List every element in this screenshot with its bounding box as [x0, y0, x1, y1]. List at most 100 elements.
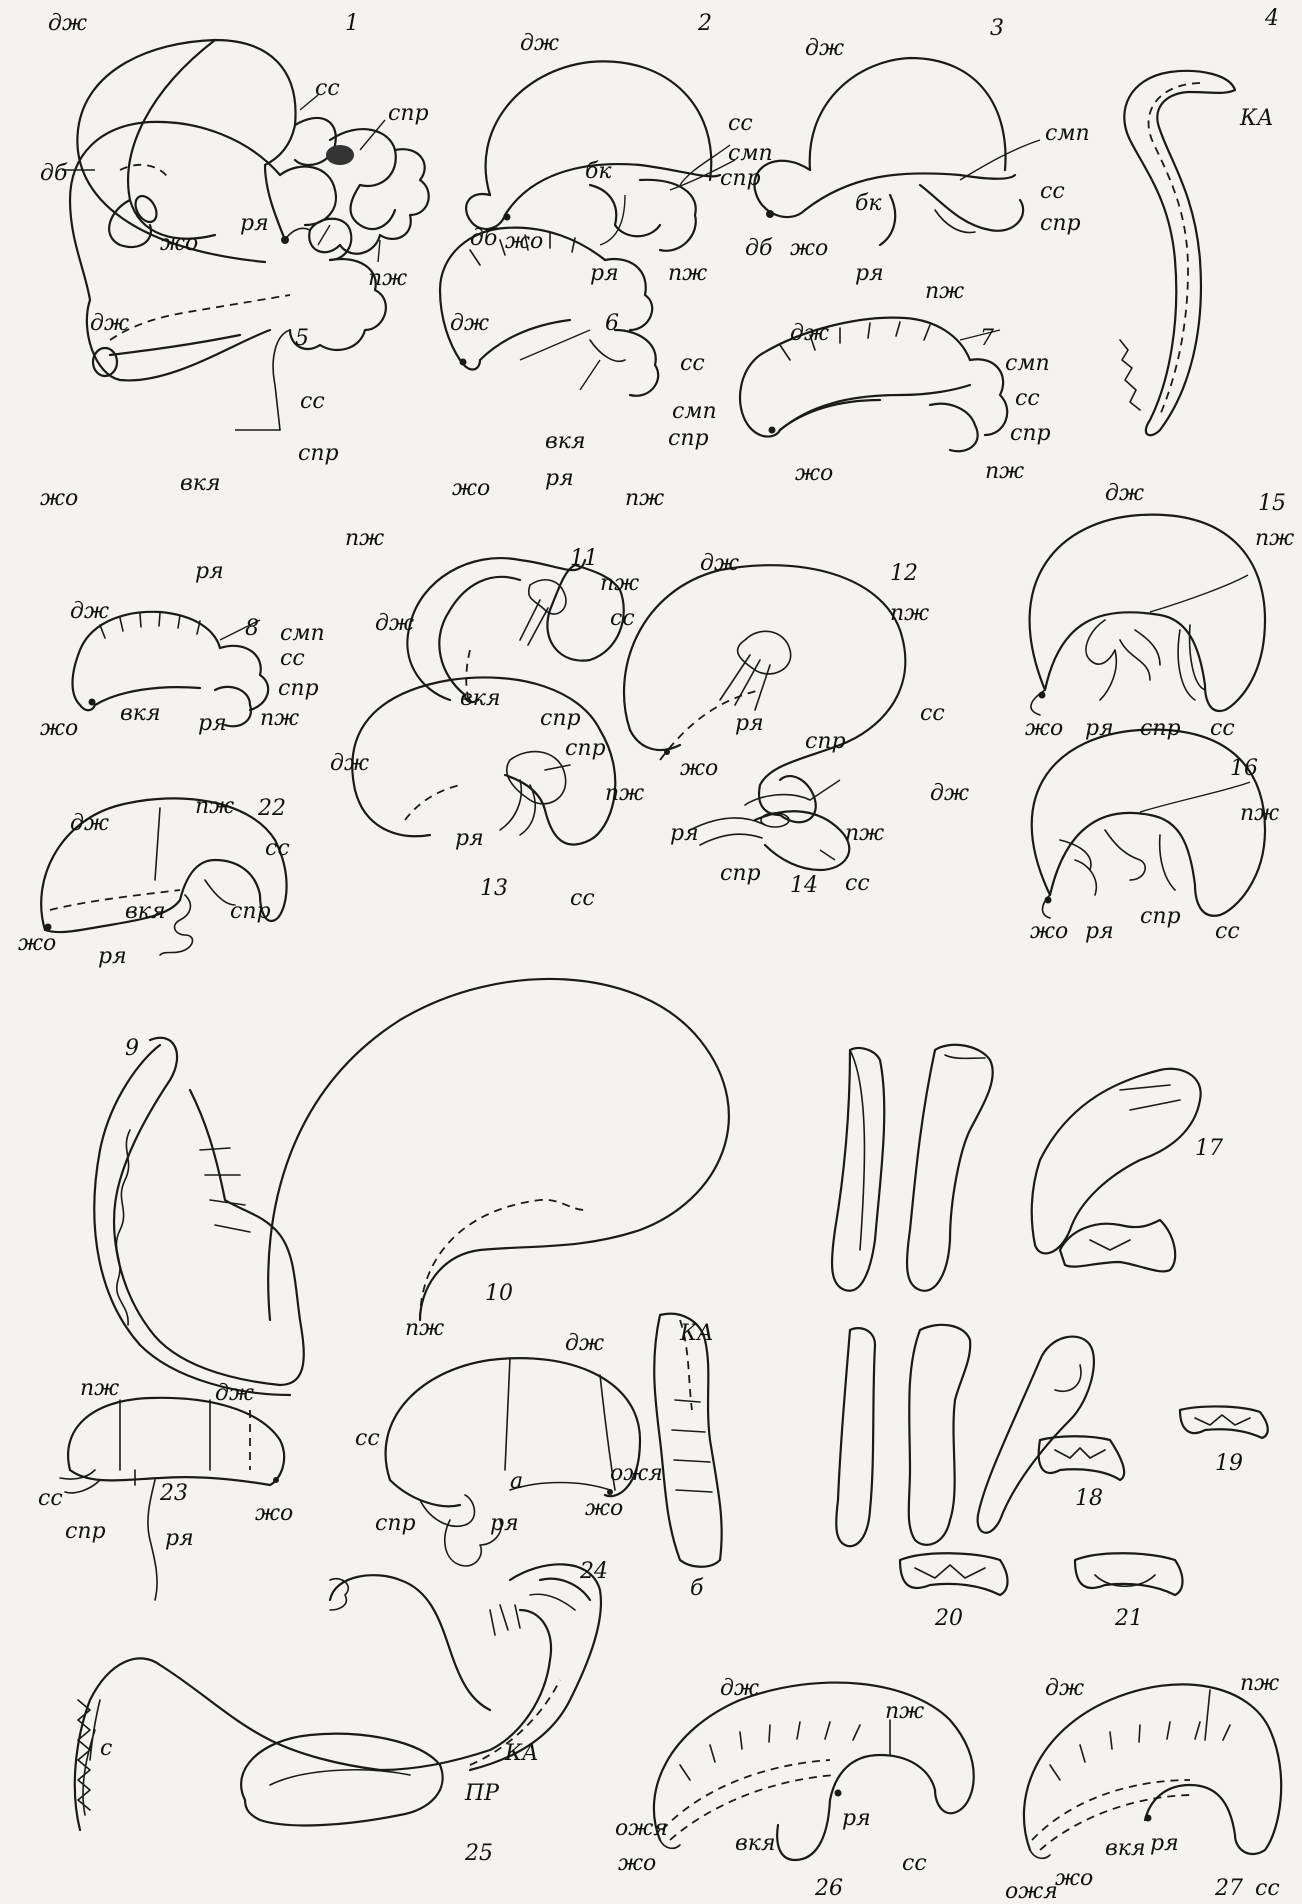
- label-zho-1: жо: [160, 231, 198, 256]
- label-zho-8: жо: [40, 716, 78, 741]
- label-zho-12: жо: [680, 756, 718, 781]
- label-ss-12: сс: [920, 701, 945, 726]
- label-bkya-8: вкя: [120, 701, 161, 726]
- label-smp-7: смп: [1005, 351, 1050, 376]
- label-s-25: с: [100, 1736, 112, 1761]
- label-zho-5: жо: [40, 486, 78, 511]
- label-zho-16: жо: [1030, 919, 1068, 944]
- drawing-4: [1120, 71, 1235, 435]
- label-zho-24: жо: [585, 1496, 623, 1521]
- label-zho-15: жо: [1025, 716, 1063, 741]
- label-ss-6: сс: [680, 351, 705, 376]
- label-ozhya-24: ожя: [610, 1461, 663, 1486]
- label-spr-16: спр: [1140, 904, 1181, 929]
- drawing-17: [832, 1045, 1201, 1291]
- label-pzh-7: пж: [985, 459, 1024, 484]
- figure-number-12: 12: [890, 561, 918, 586]
- drawing-5: [70, 122, 386, 430]
- label-rya-23: ря: [165, 1526, 194, 1551]
- label-pzh-13: пж: [605, 781, 644, 806]
- figure-number-26: 26: [814, 1876, 843, 1901]
- label-dzh-5: дж: [90, 311, 129, 336]
- label-db-3: дб: [745, 236, 773, 261]
- drawing-7: [740, 318, 1007, 452]
- figure-number-4: 4: [1264, 6, 1279, 31]
- label-pzh-1: пж: [368, 266, 407, 291]
- figure-number-21: 21: [1114, 1606, 1143, 1631]
- label-smp-8: смп: [280, 621, 325, 646]
- label-pr-25: ПР: [464, 1781, 500, 1806]
- label-ss-3: сс: [1040, 179, 1065, 204]
- figure-number-10: 10: [485, 1281, 513, 1306]
- label-pzh-23: пж: [80, 1376, 119, 1401]
- label-pzh-14: пж: [845, 821, 884, 846]
- label-ss-27: сс: [1255, 1876, 1280, 1901]
- figure-number-23: 23: [159, 1481, 188, 1506]
- label-dzh-2: дж: [520, 31, 559, 56]
- label-ss-1: сс: [315, 76, 340, 101]
- label-rya-5: ря: [195, 559, 224, 584]
- label-spr-12: спр: [805, 729, 846, 754]
- figure-number-9: 9: [125, 1036, 139, 1061]
- label-bk-3: бк: [855, 191, 882, 216]
- label-ss-2: сс: [728, 111, 753, 136]
- figure-number-18: 18: [1075, 1486, 1103, 1511]
- label-ss-24: сс: [355, 1426, 380, 1451]
- label-rya-12: ря: [735, 711, 764, 736]
- drawing-26: [654, 1683, 974, 1860]
- label-ss-16: сс: [1215, 919, 1240, 944]
- label-dzh-13: дж: [330, 751, 369, 776]
- label-ka-25: КА: [504, 1741, 539, 1766]
- figure-number-27: 27: [1214, 1876, 1243, 1901]
- label-zho-23: жо: [255, 1501, 293, 1526]
- drawing-8: [73, 612, 269, 726]
- label-spr-5: спр: [298, 441, 339, 466]
- label-pzh-8: пж: [260, 706, 299, 731]
- drawing-3: [754, 58, 1040, 245]
- figure-number-17: 17: [1195, 1136, 1223, 1161]
- figure-number-1: 1: [345, 11, 359, 36]
- figure-number-25: 25: [464, 1841, 493, 1866]
- label-spr-24: спр: [375, 1511, 416, 1536]
- label-ss-8: сс: [280, 646, 305, 671]
- figure-number-15: 15: [1258, 491, 1286, 516]
- label-zho-6: жо: [452, 476, 490, 501]
- label-spr-13: спр: [565, 736, 606, 761]
- label-pzh-5: пж: [345, 526, 384, 551]
- figure-number-22: 22: [257, 796, 286, 821]
- label-ss-7: сс: [1015, 386, 1040, 411]
- label-ss-15: сс: [1210, 716, 1235, 741]
- drawing-19: [1180, 1406, 1268, 1438]
- label-zho-26: жо: [618, 1851, 656, 1876]
- label-pzh-12: пж: [890, 601, 929, 626]
- label-bkya-6: вкя: [545, 429, 586, 454]
- label-dzh-1: дж: [48, 11, 87, 36]
- label-bkya-11: вкя: [460, 686, 501, 711]
- figure-number-24: 24: [579, 1559, 608, 1584]
- label-bkya-26: вкя: [735, 1831, 776, 1856]
- label-pzh-6: пж: [625, 486, 664, 511]
- label-db-1: дб: [40, 161, 68, 186]
- label-ka-4: КА: [1239, 106, 1274, 131]
- label-rya-6: ря: [545, 466, 574, 491]
- figure-number-8: 8: [245, 616, 259, 641]
- label-dzh-26: дж: [720, 1676, 759, 1701]
- label-rya-15: ря: [1085, 716, 1114, 741]
- label-dzh-8: дж: [70, 599, 109, 624]
- drawing-18: [836, 1325, 1124, 1546]
- label-rya-14: ря: [670, 821, 699, 846]
- label-spr-11: спр: [540, 706, 581, 731]
- drawing-21: [1075, 1553, 1183, 1595]
- label-dzh-27: дж: [1045, 1676, 1084, 1701]
- label-bkya-22: вкя: [125, 899, 166, 924]
- label-smp-2: смп: [728, 141, 773, 166]
- label-zho-27: жо: [1055, 1866, 1093, 1891]
- label-rya-27: ря: [1150, 1831, 1179, 1856]
- label-rya-22: ря: [98, 944, 127, 969]
- label-dzh-22: дж: [70, 811, 109, 836]
- drawing-10: [268, 979, 729, 1320]
- label-ss-11: сс: [610, 606, 635, 631]
- label-pzh-3: пж: [925, 279, 964, 304]
